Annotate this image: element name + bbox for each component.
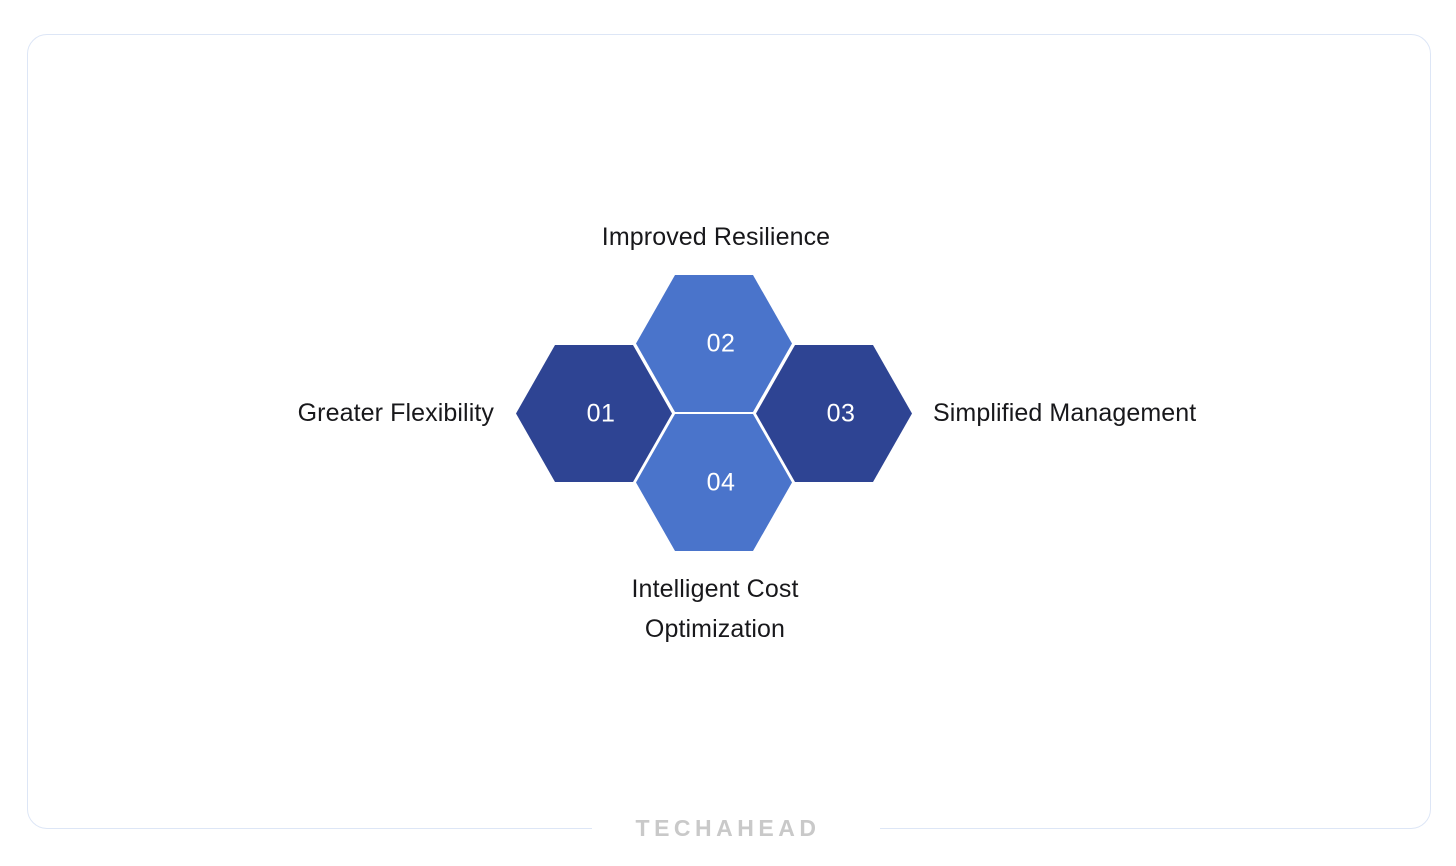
watermark-border-gap bbox=[592, 816, 880, 842]
hexagon-node-02[interactable]: 02 bbox=[636, 275, 792, 412]
hexagon-label-02: Improved Resilience bbox=[601, 223, 831, 251]
hexagon-label-03: Simplified Management bbox=[933, 399, 1197, 427]
hexagon-number-04: 04 bbox=[706, 468, 736, 496]
hexagon-number-03: 03 bbox=[826, 399, 856, 427]
techahead-watermark: TECHAHEAD bbox=[635, 815, 821, 841]
hexagon-number-01: 01 bbox=[586, 399, 616, 427]
hexagon-node-01[interactable]: 01 bbox=[516, 345, 672, 482]
hexagon-label-04: Intelligent Cost Optimization bbox=[631, 575, 799, 643]
hexagon-node-03[interactable]: 03 bbox=[756, 345, 912, 482]
hexagon-number-02: 02 bbox=[706, 329, 736, 357]
hexagon-label-01: Greater Flexibility bbox=[297, 399, 494, 427]
